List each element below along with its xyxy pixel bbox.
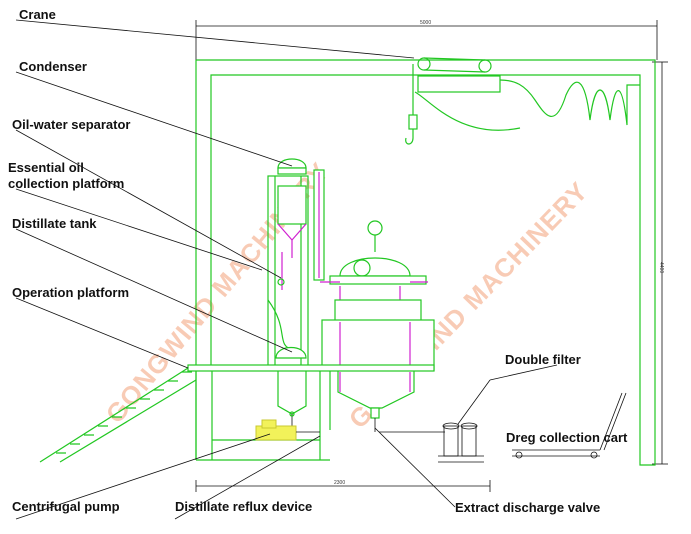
condenser [267, 158, 309, 367]
label-oil-water-separator: Oil-water separator [12, 117, 131, 132]
oil-water-separator [277, 169, 325, 290]
label-crane: Crane [19, 7, 56, 22]
label-distillate-tank: Distillate tank [12, 216, 97, 231]
label-essential-oil-line2: collection platform [8, 176, 124, 191]
label-centrifugal-pump: Centrifugal pump [12, 499, 120, 514]
distillate-tank [267, 299, 307, 430]
double-filter [379, 422, 484, 463]
dimension-top-value: 5000 [420, 20, 431, 26]
label-distillate-reflux-device: Distillate reflux device [175, 499, 312, 514]
extraction-tank [320, 220, 435, 432]
dimension-bottom: 2300 [195, 480, 491, 492]
crane-hoist [405, 57, 492, 145]
label-essential-oil-line1: Essential oil [8, 160, 84, 175]
dreg-collection-cart [512, 392, 627, 459]
label-dreg-collection-cart: Dreg collection cart [506, 430, 628, 445]
dimension-right-value: 4400 [658, 262, 664, 273]
dimension-top: 5000 [195, 20, 658, 60]
label-extract-discharge-valve: Extract discharge valve [455, 500, 600, 515]
label-operation-platform: Operation platform [12, 285, 129, 300]
centrifugal-pump [255, 419, 320, 441]
leader-lines [15, 19, 558, 520]
label-double-filter: Double filter [505, 352, 581, 367]
stairs [39, 367, 197, 463]
label-condenser: Condenser [19, 59, 87, 74]
dimension-bottom-value: 2300 [334, 480, 345, 486]
crane-frame [195, 59, 656, 466]
